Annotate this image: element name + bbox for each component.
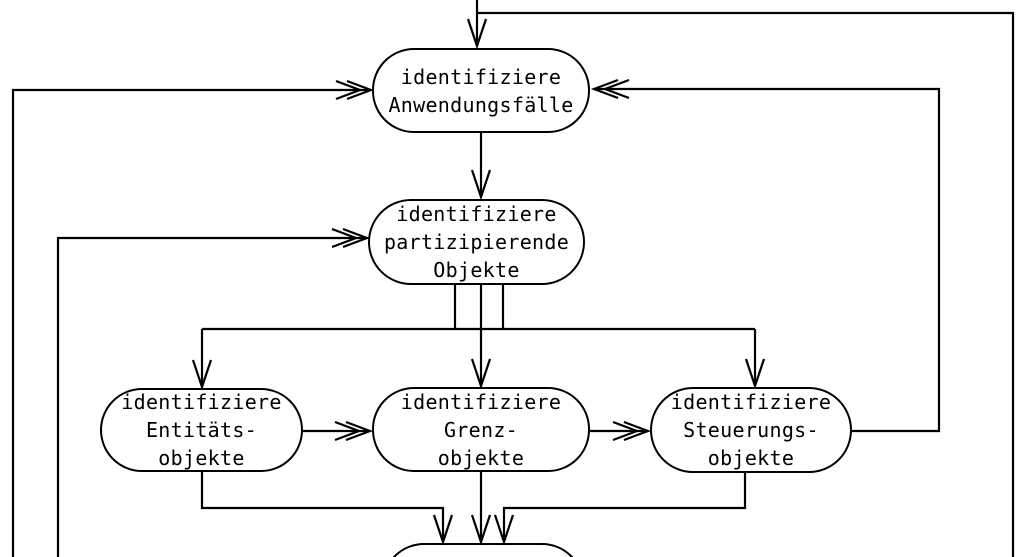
node-identify-control-objects: identifiziere Steuerungs- objekte xyxy=(650,387,852,473)
node-identify-entity-objects-label: identifiziere Entitäts- objekte xyxy=(121,390,282,470)
node-identify-participating-objects-label: identifiziere partizipierende Objekte xyxy=(383,202,570,282)
node-identify-participating-objects: identifiziere partizipierende Objekte xyxy=(368,199,585,285)
edge-objects-fanout xyxy=(191,285,766,391)
edge-entity-to-bottom-node xyxy=(200,472,454,546)
edge-control-feedback-to-usecases xyxy=(590,78,941,433)
node-bottom-partial xyxy=(382,543,584,557)
node-identify-entity-objects: identifiziere Entitäts- objekte xyxy=(100,388,303,472)
edge-usecases-to-objects xyxy=(470,133,492,201)
node-identify-control-objects-label: identifiziere Steuerungs- objekte xyxy=(670,390,832,470)
edge-control-to-bottom-node xyxy=(493,473,747,546)
edge-entity-to-boundary xyxy=(303,420,374,442)
edge-left-outer-loop xyxy=(11,79,375,557)
edge-boundary-to-control xyxy=(590,420,652,442)
edge-boundary-to-bottom-node xyxy=(470,472,492,546)
node-identify-use-cases-label: identifiziere Anwendungsfälle xyxy=(388,64,574,117)
node-identify-use-cases: identifiziere Anwendungsfälle xyxy=(372,48,590,133)
edge-top-entry-arrow xyxy=(466,0,488,50)
node-identify-boundary-objects-label: identifiziere Grenz- objekte xyxy=(400,389,562,470)
node-identify-boundary-objects: identifiziere Grenz- objekte xyxy=(372,387,590,472)
